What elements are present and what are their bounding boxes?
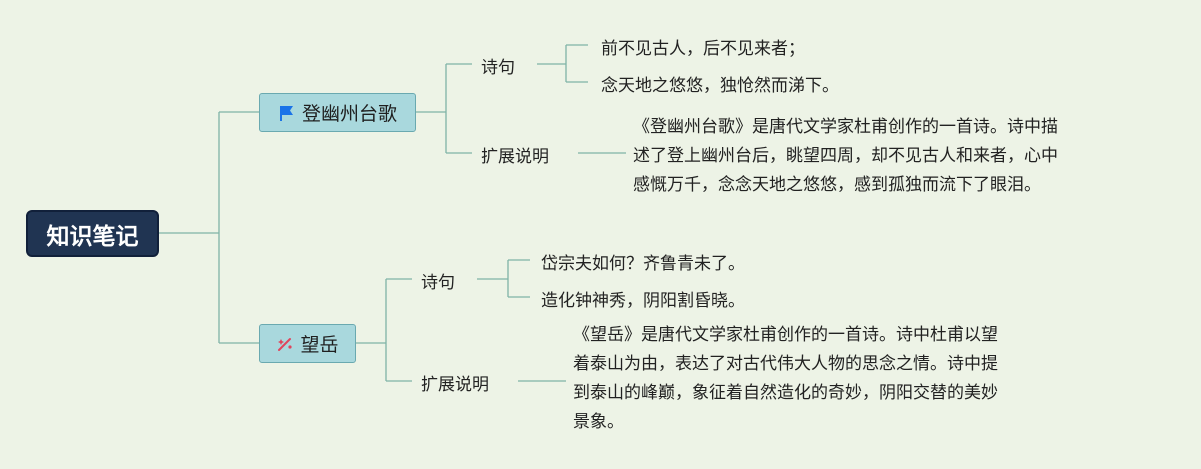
note-label: 扩展说明 xyxy=(421,375,489,395)
verse-line: 念天地之悠悠，独怆然而涕下。 xyxy=(601,76,839,96)
connector-topic1-verses xyxy=(537,44,588,83)
verse-line: 前不见古人，后不见来者； xyxy=(601,39,805,59)
connector-topic2-children xyxy=(356,278,412,382)
verse-label: 诗句 xyxy=(481,58,515,78)
root-label: 知识笔记 xyxy=(46,223,139,250)
flag-icon xyxy=(278,104,296,122)
note-line: 《登幽州台歌》是唐代文学家杜甫创作的一首诗。诗中描 xyxy=(633,117,1058,137)
note-line: 述了登上幽州台后，眺望四周，却不见古人和来者，心中 xyxy=(633,146,1058,166)
connector-topic1-children xyxy=(416,63,472,154)
note-line: 到泰山的峰巅，象征着自然造化的奇妙，阴阳交替的美妙 xyxy=(573,383,998,403)
note-line: 《望岳》是唐代文学家杜甫创作的一首诗。诗中杜甫以望 xyxy=(573,325,998,345)
topic-title: 登幽州台歌 xyxy=(301,103,397,125)
note-line: 景象。 xyxy=(573,412,624,432)
topic-title: 望岳 xyxy=(300,334,339,356)
topic-node-wangyue[interactable]: 望岳 xyxy=(259,324,356,363)
verse-label: 诗句 xyxy=(421,273,455,293)
note-label: 扩展说明 xyxy=(481,147,549,167)
sparkle-icon xyxy=(276,335,294,353)
note-paragraph: 《望岳》是唐代文学家杜甫创作的一首诗。诗中杜甫以望 着泰山为由，表达了对古代伟大… xyxy=(573,321,998,437)
connector-topic2-verses xyxy=(477,259,530,298)
note-line: 感慨万千，念念天地之悠悠，感到孤独而流下了眼泪。 xyxy=(633,175,1041,195)
note-line: 着泰山为由，表达了对古代伟大人物的思念之情。诗中提 xyxy=(573,354,998,374)
topic-node-dengyouzhoutaige[interactable]: 登幽州台歌 xyxy=(259,93,416,132)
root-node[interactable]: 知识笔记 xyxy=(26,210,159,257)
verse-line: 造化钟神秀，阴阳割昏晓。 xyxy=(541,291,745,311)
connector-root-topics xyxy=(159,111,259,344)
note-paragraph: 《登幽州台歌》是唐代文学家杜甫创作的一首诗。诗中描 述了登上幽州台后，眺望四周，… xyxy=(633,113,1058,200)
verse-line: 岱宗夫如何？齐鲁青未了。 xyxy=(541,254,745,274)
